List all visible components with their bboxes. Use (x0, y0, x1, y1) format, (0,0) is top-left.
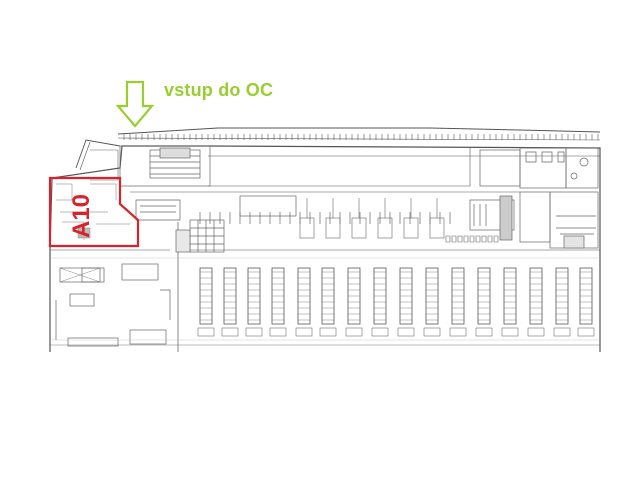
aisle-endcap (475, 327, 493, 337)
aisle-endcap (423, 327, 441, 337)
shelf-divisions (348, 271, 360, 321)
checkout-lane (403, 217, 419, 239)
shelf-divisions (248, 271, 260, 321)
shelf-divisions (478, 271, 490, 321)
seating-row (445, 235, 499, 243)
shelf-divisions (426, 271, 438, 321)
shelf-divisions (272, 271, 284, 321)
aisle-endcap (501, 327, 519, 337)
aisle-endcap (371, 327, 389, 337)
shelf-divisions (580, 271, 592, 321)
entrance-label: vstup do OC (164, 80, 274, 100)
shelf-divisions (400, 271, 412, 321)
checkout-lane (351, 217, 367, 239)
aisle-endcap (221, 327, 239, 337)
shelf-divisions (322, 271, 334, 321)
checkout-lanes (299, 198, 499, 243)
unit-a10-outline (48, 176, 140, 248)
aisle-endcap (577, 327, 595, 337)
aisle-endcap (245, 327, 263, 337)
aisle-endcap (553, 327, 571, 337)
aisle-endcap (295, 327, 313, 337)
aisle-endcap (527, 327, 545, 337)
building-outline (49, 127, 601, 352)
checkout-counters (199, 195, 451, 224)
shelf-blocks-left (55, 219, 225, 347)
aisle-endcap (319, 327, 337, 337)
aisle-endcap (269, 327, 287, 337)
shelving-aisles (197, 267, 595, 337)
shelf-divisions (530, 271, 542, 321)
unit-a10-label: A10 (68, 193, 95, 238)
shelf-divisions (298, 271, 310, 321)
aisle-endcap (397, 327, 415, 337)
service-block-right (469, 147, 599, 249)
checkout-lane (429, 217, 445, 239)
down-arrow-icon (115, 80, 155, 128)
shelf-divisions (200, 271, 212, 321)
shelf-divisions (374, 271, 386, 321)
shelf-divisions (504, 271, 516, 321)
shelf-divisions (452, 271, 464, 321)
aisle-endcap (345, 327, 363, 337)
service-block-left (90, 145, 211, 221)
aisle-endcap (197, 327, 215, 337)
checkout-lane (325, 217, 341, 239)
checkout-lane (299, 217, 315, 239)
shelf-divisions (224, 271, 236, 321)
floor-grid-lines (50, 257, 600, 341)
shelf-divisions (556, 271, 568, 321)
aisle-endcap (449, 327, 467, 337)
